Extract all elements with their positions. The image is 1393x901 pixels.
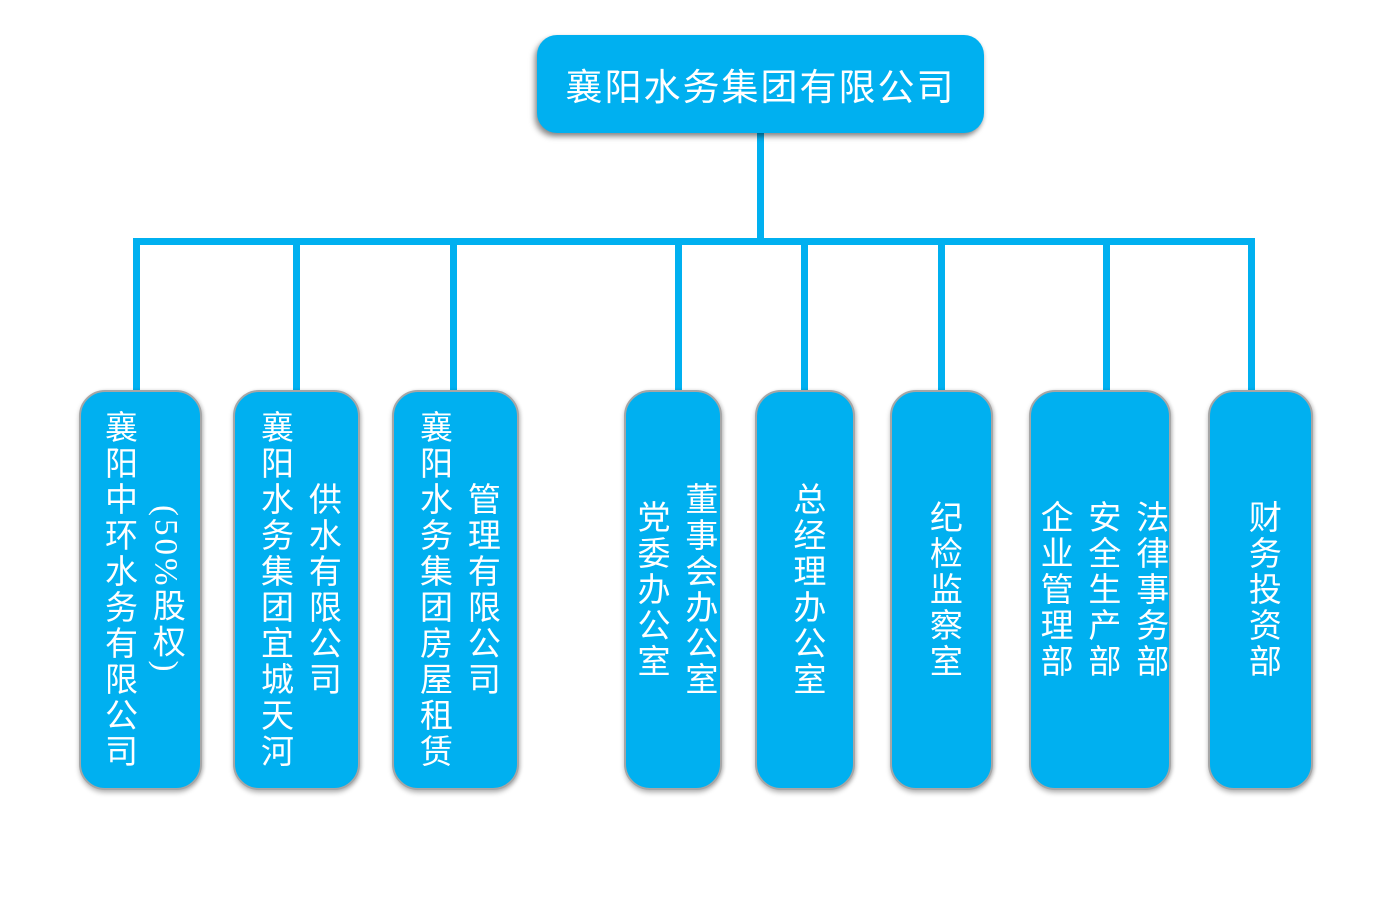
connector-root-stem: [757, 131, 764, 241]
org-node-root: 襄阳水务集团有限公司: [537, 35, 984, 133]
org-node-discipline-inspection-office: 纪检监察室: [890, 390, 993, 790]
org-node-label: 企业管理部 安全生产部 法律事务部: [1035, 500, 1167, 680]
connector-drop-7: [1103, 240, 1110, 392]
org-node-housing-rental-management: 襄阳水务集团房屋租赁 管理有限公司: [392, 390, 519, 790]
org-node-label: 襄阳水务集团宜城天河 供水有限公司: [255, 410, 340, 770]
connector-drop-6: [938, 240, 945, 392]
org-node-enterprise-safety-legal-depts: 企业管理部 安全生产部 法律事务部: [1029, 390, 1171, 790]
connector-drop-4: [675, 240, 682, 392]
connector-drop-5: [801, 240, 808, 392]
org-node-label: 襄阳水务集团房屋租赁 管理有限公司: [414, 410, 499, 770]
org-node-root-label: 襄阳水务集团有限公司: [565, 68, 956, 109]
connector-drop-1: [133, 240, 140, 392]
org-node-label: 襄阳中环水务有限公司 (50%股权): [99, 410, 184, 770]
org-node-label: 总经理办公室: [787, 482, 824, 698]
connector-drop-2: [293, 240, 300, 392]
org-node-label: 党委办公室 董事会办公室: [632, 482, 716, 698]
org-node-finance-investment-dept: 财务投资部: [1208, 390, 1313, 790]
connector-bus: [133, 238, 1255, 245]
org-node-label: 纪检监察室: [924, 500, 961, 680]
org-node-yicheng-tianhe-water-supply: 襄阳水务集团宜城天河 供水有限公司: [233, 390, 360, 790]
org-node-label: 财务投资部: [1243, 500, 1280, 680]
connector-drop-8: [1248, 240, 1255, 392]
org-node-party-committee-board-office: 党委办公室 董事会办公室: [624, 390, 722, 790]
org-node-xiangyang-zhonghuan-water: 襄阳中环水务有限公司 (50%股权): [79, 390, 202, 790]
connector-drop-3: [450, 240, 457, 392]
org-node-general-manager-office: 总经理办公室: [755, 390, 855, 790]
